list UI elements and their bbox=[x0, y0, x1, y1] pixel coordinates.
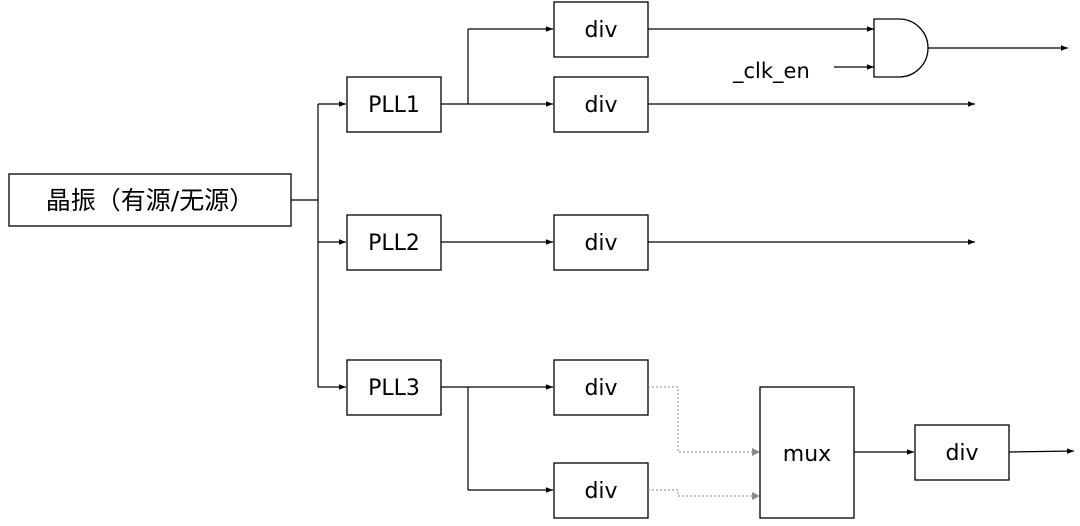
pll3-label: PLL3 bbox=[368, 376, 420, 401]
div-pll1-a-block: div bbox=[553, 1, 649, 58]
div-pll3-b-block: div bbox=[553, 462, 649, 519]
pll2-block: PLL2 bbox=[346, 214, 442, 271]
and-gate bbox=[873, 18, 929, 78]
div-pll1-a-label: div bbox=[584, 18, 617, 43]
pll1-label: PLL1 bbox=[368, 93, 420, 118]
pll3-output-wires bbox=[441, 384, 553, 493]
wire-div-out-output bbox=[1008, 448, 1075, 454]
oscillator-fanout-wires bbox=[291, 101, 346, 390]
div-pll3-a-label: div bbox=[584, 376, 617, 401]
oscillator-block: 晶振（有源/无源） bbox=[8, 173, 292, 227]
div-out-block: div bbox=[914, 424, 1010, 481]
mux-input-wires bbox=[648, 386, 760, 500]
pll2-label: PLL2 bbox=[368, 231, 420, 256]
mux-label: mux bbox=[783, 442, 831, 467]
pll1-block: PLL1 bbox=[346, 76, 442, 133]
pll3-block: PLL3 bbox=[346, 359, 442, 416]
div-pll1-b-label: div bbox=[584, 93, 617, 118]
mux-block: mux bbox=[759, 386, 855, 519]
div-out-label: div bbox=[945, 441, 978, 466]
pll1-output-wires bbox=[441, 26, 553, 107]
div-pll1-b-block: div bbox=[553, 76, 649, 133]
div-pll2-label: div bbox=[584, 231, 617, 256]
clk-en-label: _clk_en bbox=[732, 59, 810, 84]
oscillator-label: 晶振（有源/无源） bbox=[46, 186, 254, 215]
div-pll3-a-block: div bbox=[553, 359, 649, 416]
div-pll3-b-label: div bbox=[584, 479, 617, 504]
div-pll2-block: div bbox=[553, 214, 649, 271]
